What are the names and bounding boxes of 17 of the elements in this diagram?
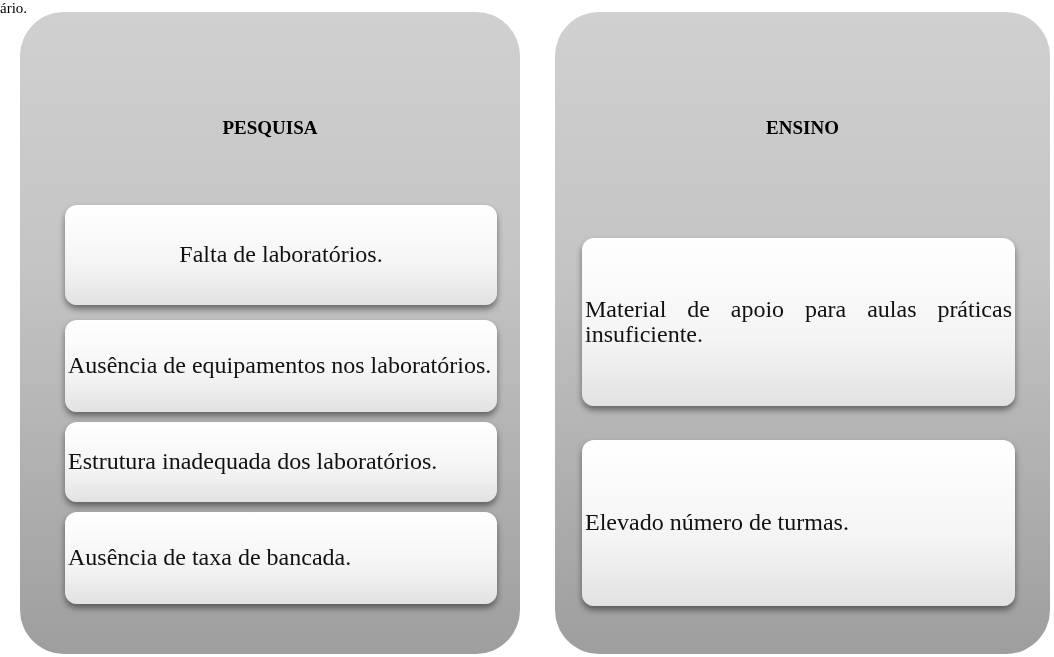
item-card xyxy=(582,238,1015,406)
item-text: Ausência de equipamentos nos laboratórios. xyxy=(68,353,493,379)
item-card xyxy=(65,422,497,502)
item-card xyxy=(582,440,1015,606)
category-panel xyxy=(555,12,1050,654)
item-text: Ausência de taxa de bancada. xyxy=(68,545,353,571)
panel-heading: PESQUISA xyxy=(221,117,319,139)
item-card xyxy=(65,205,497,305)
item-text: Elevado número de turmas. xyxy=(585,510,850,536)
item-text: Material de apoio para aulas práticas insuficiente. xyxy=(585,296,1012,348)
item-card xyxy=(65,512,497,604)
item-card xyxy=(65,320,497,412)
category-panel xyxy=(20,12,520,654)
item-text: Estrutura inadequada dos laboratórios. xyxy=(68,449,439,475)
panel-heading: ENSINO xyxy=(765,117,840,139)
item-text: Falta de laboratórios. xyxy=(178,242,384,268)
cut-off-text: ário. xyxy=(0,0,28,17)
